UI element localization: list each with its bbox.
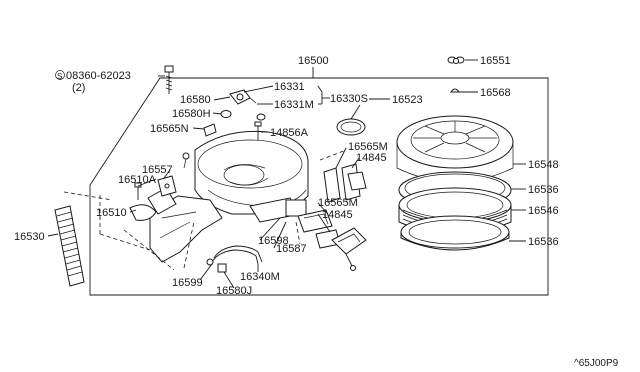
label-16580j: 16580J [216,285,252,297]
label-16523: 16523 [392,94,423,106]
guide-line-2 [99,233,151,251]
label-16565m-upper: 16565M [348,141,388,153]
valve-housing [249,197,307,223]
clamp-16510 [129,204,157,221]
label-16340m: 16340M [240,271,280,283]
bracket-16557 [157,175,177,197]
vacuum-hose [206,245,263,273]
label-16530: 16530 [14,231,45,243]
label-16557: 16557 [142,164,173,176]
label-16568: 16568 [480,87,511,99]
guide-line-7 [295,221,301,245]
label-16587: 16587 [276,243,307,255]
catalog-reference: ^65J00P9 [574,358,619,369]
label-16548: 16548 [528,159,559,171]
label-14845-upper: 14845 [356,152,387,164]
snorkel-clip [182,152,190,169]
guide-line-1 [63,191,113,201]
label-16500: 16500 [298,55,329,67]
bolt-14856a [254,121,262,140]
part-labels: 16500 S 08360-62023 (2) 16551 16568 1633… [14,55,619,369]
flexible-duct [54,205,85,287]
label-bolt-code: 08360-62023 [66,70,131,82]
label-16510a: 16510A [118,174,157,186]
bolt-callout: S 08360-62023 (2) [55,70,131,94]
label-16599: 16599 [172,277,203,289]
s-mark-icon: S [57,72,62,81]
air-cleaner-cover [396,115,514,183]
air-cleaner-body [194,130,309,215]
assembly-boundary [89,77,549,296]
leader-lines [47,59,526,289]
label-14856a: 14856A [270,127,309,139]
label-16580h: 16580H [172,108,211,120]
guide-line-5 [183,221,195,269]
label-16536-upper: 16536 [528,184,559,196]
label-16536-lower: 16536 [528,236,559,248]
guide-line-6 [319,149,347,161]
guide-line-4 [123,229,175,271]
control-valve [331,227,367,271]
label-14845-lower: 14845 [322,209,353,221]
seal-ring [336,118,366,136]
label-16510: 16510 [96,207,127,219]
seal-strip-upper [323,163,367,203]
label-16565m-lower: 16565M [318,197,358,209]
washer [450,88,460,93]
label-16580: 16580 [180,94,211,106]
label-16330s: 16330S [330,93,368,105]
label-16546: 16546 [528,205,559,217]
filter-element-lower [400,215,510,251]
label-16331: 16331 [274,81,305,93]
label-16565n: 16565N [150,123,189,135]
label-16598: 16598 [258,235,289,247]
small-bracket [203,123,217,137]
wing-nut [447,56,465,64]
temperature-sensor [229,89,257,105]
seal-block [297,209,333,233]
label-16551: 16551 [480,55,511,67]
label-16331m: 16331M [274,99,314,111]
sensor-clip [220,110,232,118]
bolt-08360 [164,65,174,94]
label-bolt-qty: (2) [72,82,85,94]
clip-16331m [256,113,266,121]
